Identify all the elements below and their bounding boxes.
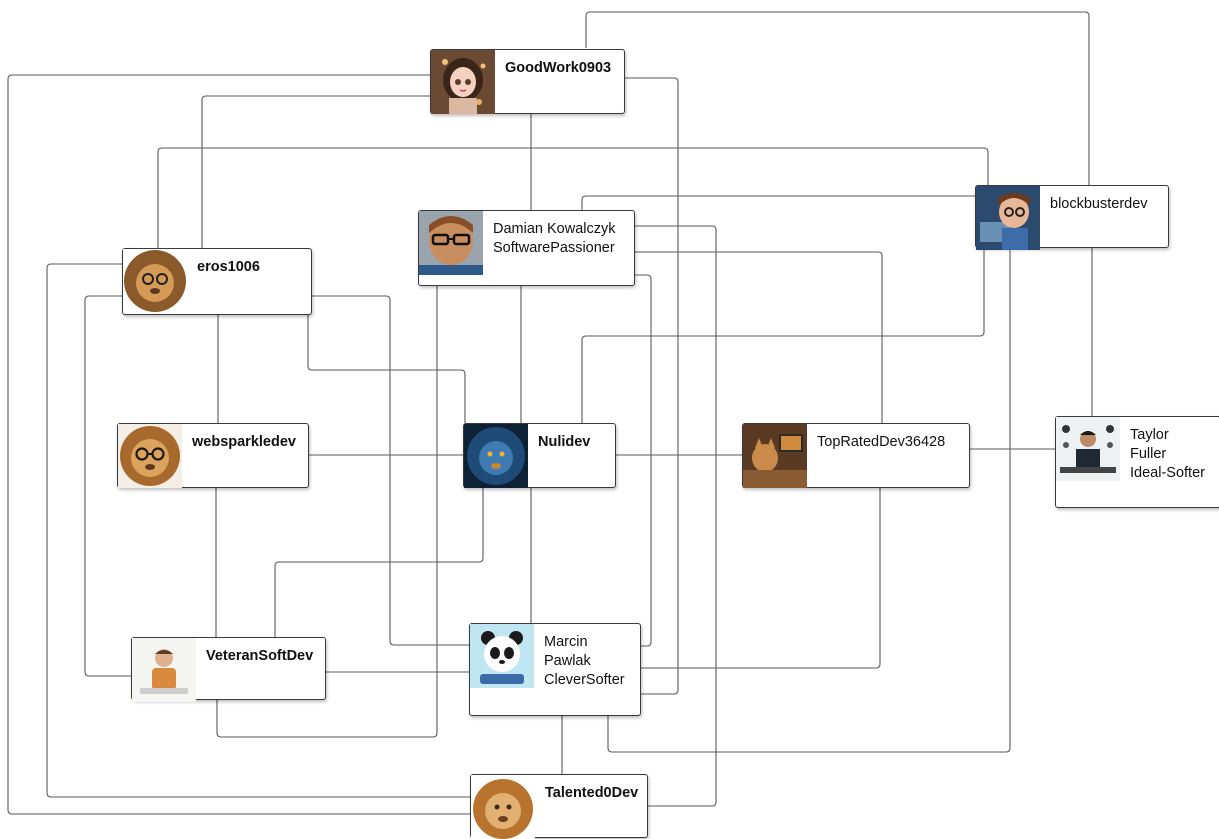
node-label: eros1006	[197, 258, 305, 277]
connector	[585, 11, 1090, 185]
connector	[84, 295, 131, 677]
node-eros1006[interactable]: eros1006	[122, 248, 312, 315]
avatar-cartoon-boy-icon	[976, 186, 1040, 250]
label-line: SoftwarePassioner	[493, 240, 615, 256]
avatar-panda-icon	[470, 624, 534, 688]
label-line: Nulidev	[538, 434, 591, 450]
label-line: websparkledev	[192, 434, 296, 450]
label-line: Fuller	[1130, 446, 1167, 462]
connector	[634, 225, 717, 807]
label-line: TopRatedDev36428	[817, 434, 946, 450]
node-label: VeteranSoftDev	[206, 647, 319, 666]
node-nulidev[interactable]: Nulidev	[463, 423, 616, 488]
avatar-glasses-man-icon	[419, 211, 483, 275]
label-line: Taylor	[1130, 427, 1169, 443]
avatar-man-desk-icon	[1056, 417, 1120, 481]
connector	[581, 248, 985, 423]
node-label: Talented0Dev	[545, 784, 641, 803]
label-line: Talented0Dev	[545, 785, 639, 801]
label-line: blockbusterdev	[1050, 196, 1148, 212]
label-line: eros1006	[197, 259, 260, 275]
node-goodwork0903[interactable]: GoodWork0903	[430, 49, 625, 114]
connector	[7, 74, 470, 815]
node-label: TopRatedDev36428	[817, 433, 963, 452]
label-line: Damian Kowalczyk	[493, 221, 616, 237]
label-line: Ideal-Softer	[1130, 465, 1205, 481]
node-websparkledev[interactable]: websparkledev	[117, 423, 309, 488]
avatar-lion-glasses-icon	[118, 424, 182, 488]
connector	[607, 248, 1011, 753]
node-veteransoftdev[interactable]: VeteranSoftDev	[131, 637, 326, 702]
node-talented0dev[interactable]: Talented0Dev	[470, 774, 648, 839]
connector	[216, 286, 438, 738]
label-line: Pawlak	[544, 653, 591, 669]
node-label: GoodWork0903	[505, 59, 618, 78]
avatar-cat-desk-icon	[743, 424, 807, 488]
avatar-girl-icon	[431, 50, 495, 114]
label-line: VeteranSoftDev	[206, 648, 314, 664]
connector	[624, 77, 679, 695]
avatar-blue-lion-icon	[464, 424, 528, 488]
connector	[274, 488, 484, 637]
node-blockbusterdev[interactable]: blockbusterdev	[975, 185, 1169, 250]
label-line: Marcin	[544, 634, 588, 650]
connector	[307, 315, 466, 423]
connector	[634, 274, 652, 647]
node-label: websparkledev	[192, 433, 302, 452]
label-line: CleverSofter	[544, 672, 625, 688]
label-line: GoodWork0903	[505, 60, 612, 76]
connector	[312, 295, 469, 646]
connector	[581, 195, 975, 210]
connector	[201, 95, 430, 248]
avatar-man-orange-icon	[132, 638, 196, 702]
avatar-lion-icon	[471, 775, 535, 839]
connector	[641, 488, 881, 669]
node-label: Nulidev	[538, 433, 609, 452]
node-label: blockbusterdev	[1050, 195, 1162, 214]
connector	[46, 263, 470, 798]
avatar-lion-glasses-icon	[123, 249, 187, 313]
connector	[634, 251, 883, 423]
node-topratedev36428[interactable]: TopRatedDev36428	[742, 423, 970, 488]
connector	[157, 147, 989, 248]
